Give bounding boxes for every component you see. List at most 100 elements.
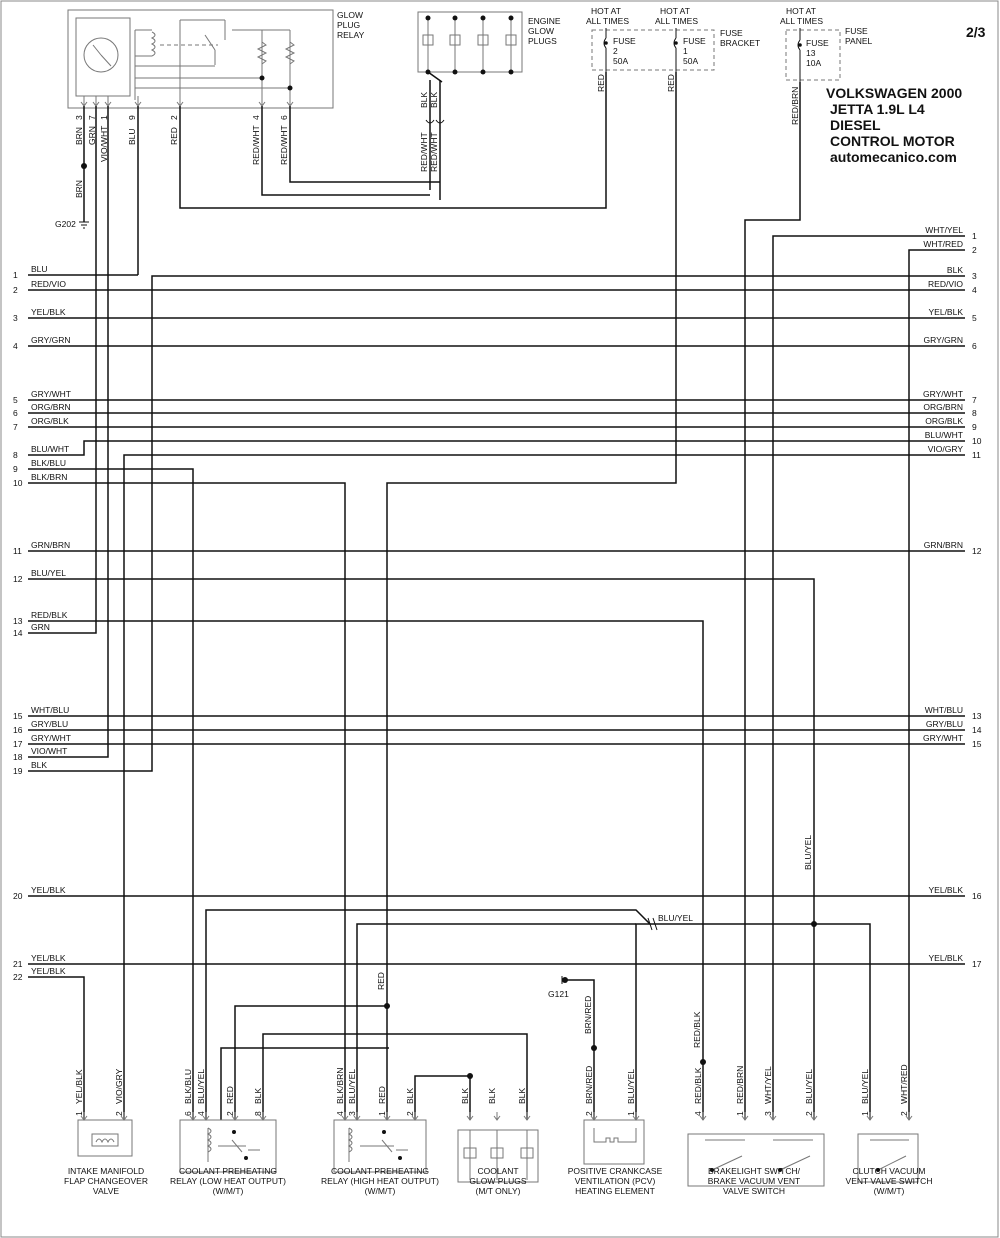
- left-pin-color: YEL/BLK: [31, 966, 66, 976]
- relay-wire-blu: BLU: [127, 128, 137, 145]
- right-pin-color: GRY/WHT: [923, 733, 963, 743]
- coolant-relay-low-wire: RED: [225, 1086, 235, 1104]
- brakelight-switch-wire: RED/BLK: [693, 1067, 703, 1104]
- coolant-relay-low-wire: BLU/YEL: [196, 1069, 206, 1104]
- glow-plug-relay-label-2: PLUG: [337, 20, 360, 30]
- right-pin-num: 9: [972, 422, 977, 432]
- coolant-relay-low-wire: BLK: [253, 1088, 263, 1104]
- left-pin-num: 9: [13, 464, 18, 474]
- wire-blk-19: [28, 275, 965, 772]
- right-pin-color: ORG/BRN: [923, 402, 963, 412]
- left-pin-color: BLU: [31, 264, 48, 274]
- relay-pin-num-2: 2: [169, 115, 179, 120]
- hot-at-3-l1: HOT AT: [786, 6, 816, 16]
- wire-brn-red-label-1: BRN/RED: [583, 996, 593, 1034]
- wire-grn-relay: [28, 106, 97, 634]
- coolant-relay-low-caption: RELAY (LOW HEAT OUTPUT): [170, 1176, 286, 1186]
- coolant-relay-high-wire: BLK/BRN: [335, 1068, 345, 1104]
- left-pin-color: VIO/WHT: [31, 746, 67, 756]
- glow-wire-blk-1: BLK: [419, 92, 429, 108]
- pcv-heating-element-caption: VENTILATION (PCV): [575, 1176, 656, 1186]
- engine-glow-plugs-label-1: ENGINE: [528, 16, 561, 26]
- right-pin-num: 14: [972, 725, 982, 735]
- left-pin-num: 22: [13, 972, 23, 982]
- brakelight-switch-wire: BLU/YEL: [804, 1069, 814, 1104]
- relay-pin-num-6: 6: [279, 115, 289, 120]
- left-pin-color: BLK: [31, 760, 47, 770]
- left-connector: 1BLU2RED/VIO3YEL/BLK4GRY/GRN5GRY/WHT6ORG…: [13, 264, 71, 982]
- relay-pin-labels: 3 7 1 9 2 4 6 BRN GRN VIO/WHT BLU RED RE…: [74, 115, 289, 165]
- coolant-relay-low-caption: (W/M/T): [213, 1186, 244, 1196]
- intake-manifold-valve-wire: VIO/GRY: [114, 1068, 124, 1104]
- glow-plug-feed: BLK BLK RED/WHT RED/WHT: [261, 71, 445, 200]
- intake-manifold-valve-caption: VALVE: [93, 1186, 119, 1196]
- wire-red-blk: [28, 620, 704, 1120]
- clutch-vacuum-switch-caption: (W/M/T): [874, 1186, 905, 1196]
- left-pin-color: BLU/YEL: [31, 568, 66, 578]
- relay-wire-red-wht-4: RED/WHT: [251, 125, 261, 165]
- relay-wire-red: RED: [169, 127, 179, 145]
- right-pin-color: BLK: [947, 265, 963, 275]
- relay-wire-vio-wht: VIO/WHT: [99, 126, 109, 162]
- fuse-bracket: HOT AT ALL TIMES HOT AT ALL TIMES FUSE B…: [586, 6, 760, 92]
- wire-vio-wht-relay: [28, 106, 109, 758]
- glow-plug-relay-label-3: RELAY: [337, 30, 365, 40]
- wire-vio-gry: [123, 454, 965, 1120]
- intake-manifold-valve-caption: FLAP CHANGEOVER: [64, 1176, 148, 1186]
- coolant-relay-high-pin: 3: [347, 1111, 357, 1116]
- right-pin-num: 6: [972, 341, 977, 351]
- wire-blk-brn: [28, 482, 346, 1120]
- glow-plug-relay-label-1: GLOW: [337, 10, 363, 20]
- left-pin-color: BLK/BRN: [31, 472, 67, 482]
- coolant-relay-low-pin: 2: [225, 1111, 235, 1116]
- right-pin-num: 2: [972, 245, 977, 255]
- brakelight-switch-caption: BRAKE VACUUM VENT: [708, 1176, 800, 1186]
- coolant-glow-plugs-caption: COOLANT: [477, 1166, 518, 1176]
- relay-pin-num-4: 4: [251, 115, 261, 120]
- wire-brn-red: [567, 979, 595, 1120]
- clutch-vacuum-switch-caption: VENT VALVE SWITCH: [846, 1176, 933, 1186]
- fuse1-wire-red: RED: [666, 74, 676, 92]
- left-pin-num: 18: [13, 752, 23, 762]
- engine-glow-plugs-label-2: GLOW: [528, 26, 554, 36]
- clutch-vacuum-switch-wire: WHT/RED: [899, 1064, 909, 1104]
- brakelight-switch-pin: 3: [763, 1111, 773, 1116]
- glow-wire-red-wht-2: RED/WHT: [429, 132, 439, 172]
- title-line-4: CONTROL MOTOR: [830, 133, 955, 149]
- coolant-glow-plugs-wire: BLK: [487, 1088, 497, 1104]
- left-pin-num: 8: [13, 450, 18, 460]
- page-number: 2/3: [966, 24, 986, 40]
- coolant-relay-high-wire: BLK: [405, 1088, 415, 1104]
- fuse2-l2: 2: [613, 46, 618, 56]
- pcv-heating-element-wire: BRN/RED: [584, 1066, 594, 1104]
- pcv-heating-element-wire: BLU/YEL: [626, 1069, 636, 1104]
- right-pin-color: GRN/BRN: [924, 540, 963, 550]
- right-pin-num: 15: [972, 739, 982, 749]
- wire-red-fuse1: [386, 72, 677, 1120]
- coolant-relay-low-wire: BLK/BLU: [183, 1069, 193, 1104]
- relay-pin-num-9: 9: [127, 115, 137, 120]
- fuse-panel: HOT AT ALL TIMES FUSE PANEL FUSE 13 10A …: [780, 6, 873, 125]
- engine-glow-plugs-label-3: PLUGS: [528, 36, 557, 46]
- brakelight-switch-caption: VALVE SWITCH: [723, 1186, 785, 1196]
- wire-blk-low: [262, 1033, 528, 1120]
- wire-red-brn: [744, 82, 801, 1120]
- intake-manifold-valve-pin: 2: [114, 1111, 124, 1116]
- right-pin-num: 8: [972, 408, 977, 418]
- left-pin-color: ORG/BRN: [31, 402, 71, 412]
- intake-manifold-valve-wire: YEL/BLK: [74, 1069, 84, 1104]
- coolant-relay-high-wire: BLU/YEL: [347, 1069, 357, 1104]
- right-pin-num: 16: [972, 891, 982, 901]
- wire-blk-blu: [28, 468, 194, 1120]
- left-pin-num: 6: [13, 408, 18, 418]
- coolant-relay-low-pin: 8: [253, 1111, 263, 1116]
- wire-blk-high: [414, 1075, 470, 1120]
- title-line-1: VOLKSWAGEN 2000: [826, 85, 962, 101]
- right-pin-num: 5: [972, 313, 977, 323]
- wire-relay-to-fuse2: [179, 72, 607, 209]
